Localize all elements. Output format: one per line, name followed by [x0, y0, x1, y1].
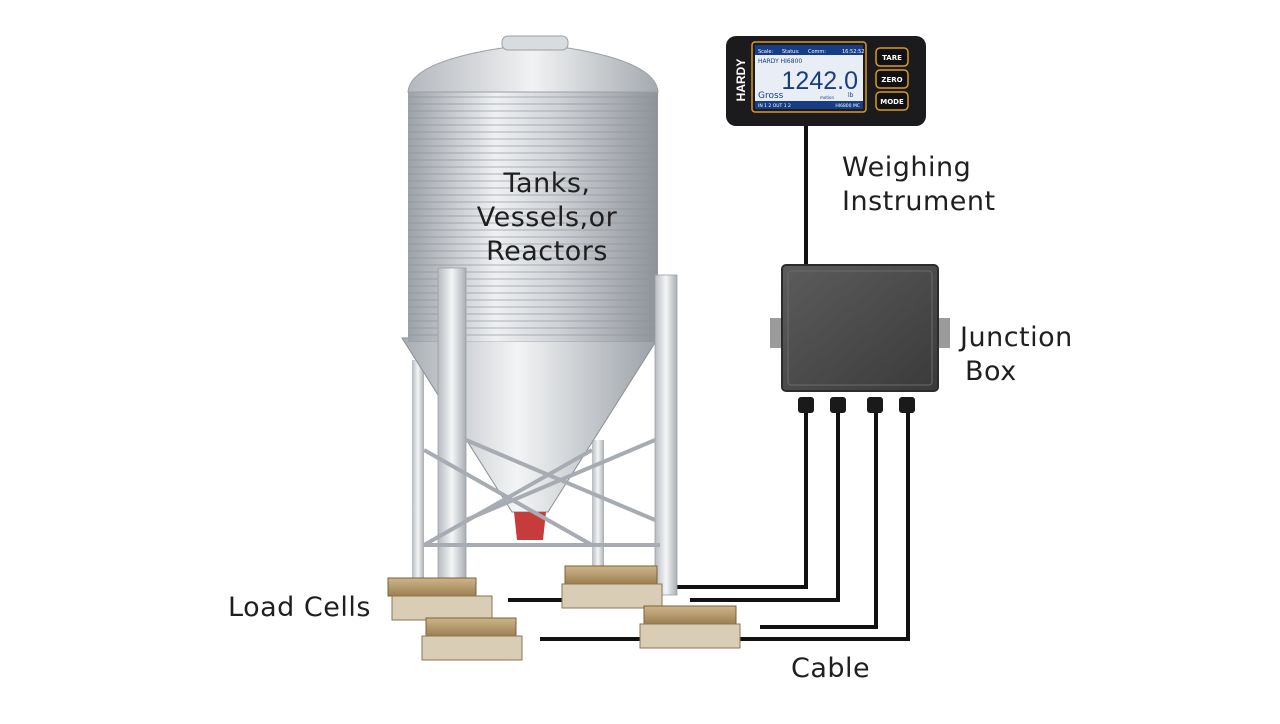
screen-mode: Gross	[758, 91, 784, 101]
silo-roof-cap	[501, 35, 569, 51]
screen-reading: 1242.0	[782, 67, 858, 95]
load-cells-label: Load Cells	[228, 592, 371, 623]
load-cell-front-right	[639, 605, 741, 649]
screen-unit: lb	[848, 92, 854, 99]
silo-leg-front-left	[437, 267, 467, 614]
load-cell-back-left	[387, 577, 493, 621]
instrument-label-line-2: Instrument	[842, 186, 996, 217]
junction-box-lid	[787, 270, 933, 386]
load-cell-front-left	[421, 617, 523, 661]
tank-label: Tanks, Vessels,or Reactors	[462, 167, 632, 269]
screen-motion: motion	[820, 95, 834, 100]
instrument-screen-frame	[751, 41, 867, 113]
silo-leg-front-right	[654, 274, 678, 596]
tank-label-line-2: Vessels,or	[476, 202, 618, 233]
tank-label-line-3: Reactors	[486, 236, 608, 267]
silo-leg-back-right	[592, 440, 604, 585]
instrument-label: Weighing Instrument	[842, 151, 996, 219]
status-time: 16:52:52	[842, 49, 864, 55]
silo-hopper-tip	[514, 512, 546, 540]
junction-box-mount-left	[770, 318, 784, 348]
instrument-brand: HARDY	[734, 59, 748, 102]
cable-2	[690, 410, 840, 602]
silo-leg-back-left	[412, 360, 424, 585]
silo-tank	[401, 35, 678, 614]
junction-box-label: Junction Box	[960, 321, 1073, 389]
status-comm: Comm:	[808, 49, 826, 55]
instrument-screen	[755, 45, 863, 109]
junction-box-label-line-2: Box	[965, 356, 1017, 387]
tare-button-label: TARE	[882, 54, 902, 62]
screen-footer: HI6800 MC	[835, 103, 860, 109]
zero-button-label: ZERO	[881, 76, 902, 84]
status-status: Status:	[782, 49, 800, 55]
status-scale: Scale:	[758, 49, 773, 55]
instrument-label-line-1: Weighing	[842, 152, 972, 183]
cable-3	[760, 410, 878, 629]
cable-glands	[798, 397, 915, 413]
cable-1	[660, 410, 808, 589]
weighing-instrument: HARDY Scale: Status: Comm: 16:52:52 HARD…	[726, 36, 926, 126]
junction-box-label-line-1: Junction	[960, 322, 1073, 353]
zero-button[interactable]: ZERO	[875, 69, 909, 89]
junction-box	[770, 264, 950, 413]
silo-bracing	[423, 438, 660, 547]
mode-button-label: MODE	[880, 98, 904, 106]
junction-box-body	[781, 264, 939, 392]
silo-roof	[407, 47, 659, 93]
junction-box-mount-right	[936, 318, 950, 348]
tare-button[interactable]: TARE	[875, 47, 909, 67]
load-cells	[387, 565, 741, 661]
load-cell-back-right	[561, 565, 663, 609]
tank-label-line-1: Tanks,	[503, 168, 591, 199]
mode-button[interactable]: MODE	[875, 91, 909, 111]
screen-io: IN 1 2 OUT 1 2	[758, 103, 791, 109]
screen-model: HARDY HI6800	[758, 58, 802, 65]
cable-label: Cable	[791, 653, 871, 684]
